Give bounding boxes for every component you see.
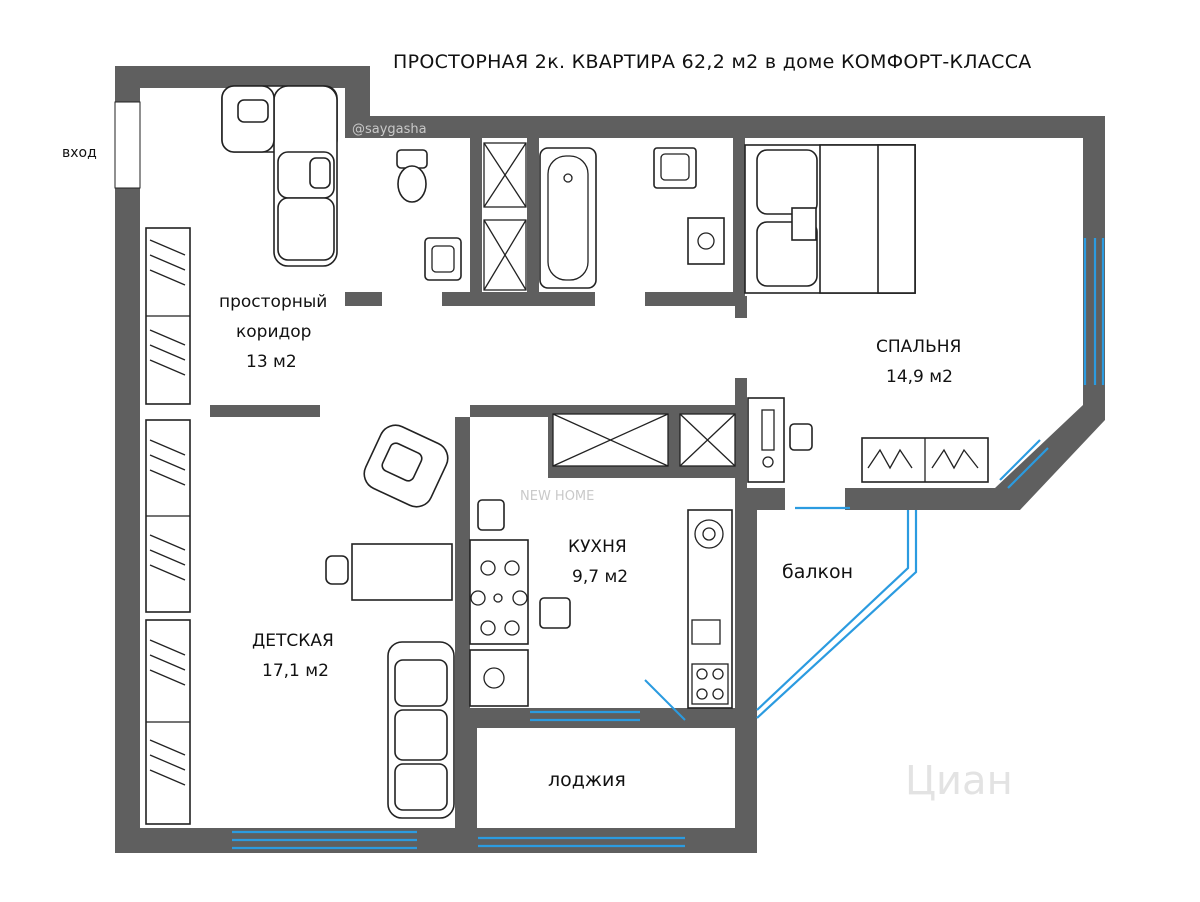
corridor-sofa: [221, 85, 338, 267]
balcony-glazing: [756, 506, 918, 719]
wc-sink: [424, 237, 462, 281]
kitchen-fridge: [469, 649, 529, 707]
bathtub: [539, 147, 597, 289]
entrance-label: вход: [62, 145, 97, 161]
agency-watermark: NEW HOME: [520, 489, 594, 504]
kids-desk: [325, 543, 453, 601]
window-bedroom-corner: [999, 439, 1049, 489]
kitchen-area: 9,7 м2: [572, 567, 628, 587]
bedroom-wardrobe: [861, 437, 989, 483]
entrance-door[interactable]: [114, 101, 141, 189]
bedroom-name: СПАЛЬНЯ: [876, 337, 961, 357]
bedroom-desk: [747, 397, 813, 483]
site-watermark: Циан: [905, 758, 1013, 804]
kitchen-door-swing: [644, 679, 686, 721]
plan-title: ПРОСТОРНАЯ 2к. КВАРТИРА 62,2 м2 в доме К…: [393, 51, 1032, 73]
loggia-name: лоджия: [548, 769, 626, 791]
corridor-wardrobe: [145, 227, 191, 405]
corridor-name-line1: просторный: [219, 292, 327, 312]
window-kids: [232, 830, 417, 850]
bathroom-sink: [653, 147, 697, 189]
window-loggia: [478, 836, 685, 848]
shafts: [483, 142, 736, 467]
kitchen-name: КУХНЯ: [568, 537, 627, 557]
corridor-name-line2: коридор: [236, 322, 311, 342]
windows: [232, 238, 1105, 850]
kitchen-dining-table: [469, 499, 571, 645]
kids-sofa: [387, 641, 455, 819]
bedroom-bed: [744, 144, 916, 294]
balcony-name: балкон: [782, 561, 853, 583]
corridor-area: 13 м2: [246, 352, 297, 372]
kids-wardrobe: [145, 419, 191, 825]
author-watermark: @saygasha: [352, 122, 427, 137]
window-bedroom-right: [1083, 238, 1105, 385]
washing-machine: [687, 217, 725, 265]
kids-name: ДЕТСКАЯ: [252, 631, 334, 651]
window-kitchen: [530, 710, 640, 722]
kids-area: 17,1 м2: [262, 661, 329, 681]
bedroom-area: 14,9 м2: [886, 367, 953, 387]
kitchen-counter: [687, 509, 733, 709]
kids-armchair: [363, 424, 449, 508]
toilet: [396, 149, 428, 203]
